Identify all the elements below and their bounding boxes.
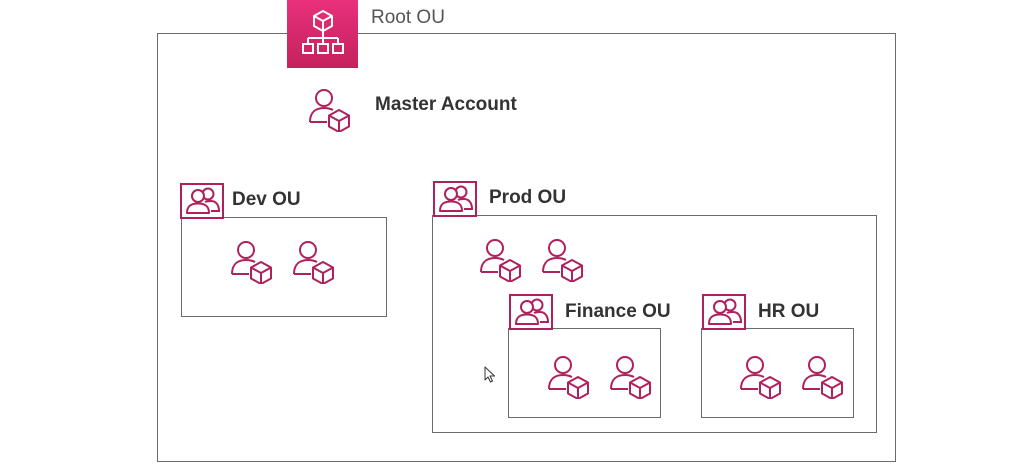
dev-account-icon bbox=[291, 238, 337, 284]
dev-ou-badge bbox=[180, 183, 224, 219]
dev-ou-label: Dev OU bbox=[232, 189, 301, 210]
hr-ou-container bbox=[701, 328, 854, 418]
users-icon bbox=[705, 296, 745, 328]
finance-account-icon bbox=[546, 353, 592, 399]
mouse-cursor-icon bbox=[484, 366, 496, 383]
organizations-icon bbox=[301, 9, 345, 57]
prod-account-icon bbox=[540, 236, 586, 282]
prod-account-icon bbox=[478, 236, 524, 282]
users-icon bbox=[512, 296, 552, 328]
hr-ou-badge bbox=[702, 294, 746, 330]
master-account-label: Master Account bbox=[375, 94, 517, 115]
hr-ou-label: HR OU bbox=[758, 301, 820, 322]
dev-ou-container bbox=[181, 217, 387, 317]
root-ou-label: Root OU bbox=[371, 7, 445, 28]
users-icon bbox=[183, 185, 223, 217]
root-ou-badge bbox=[287, 0, 358, 68]
master-account-icon bbox=[307, 86, 353, 132]
hr-account-icon bbox=[800, 353, 846, 399]
users-icon bbox=[436, 183, 476, 215]
finance-ou-badge bbox=[509, 294, 553, 330]
finance-ou-container bbox=[508, 328, 661, 418]
hr-account-icon bbox=[738, 353, 784, 399]
dev-account-icon bbox=[229, 238, 275, 284]
finance-account-icon bbox=[608, 353, 654, 399]
prod-ou-badge bbox=[433, 181, 477, 217]
root-ou-container bbox=[157, 33, 896, 462]
finance-ou-label: Finance OU bbox=[565, 301, 671, 322]
prod-ou-label: Prod OU bbox=[489, 187, 567, 208]
prod-ou-container bbox=[432, 215, 877, 433]
